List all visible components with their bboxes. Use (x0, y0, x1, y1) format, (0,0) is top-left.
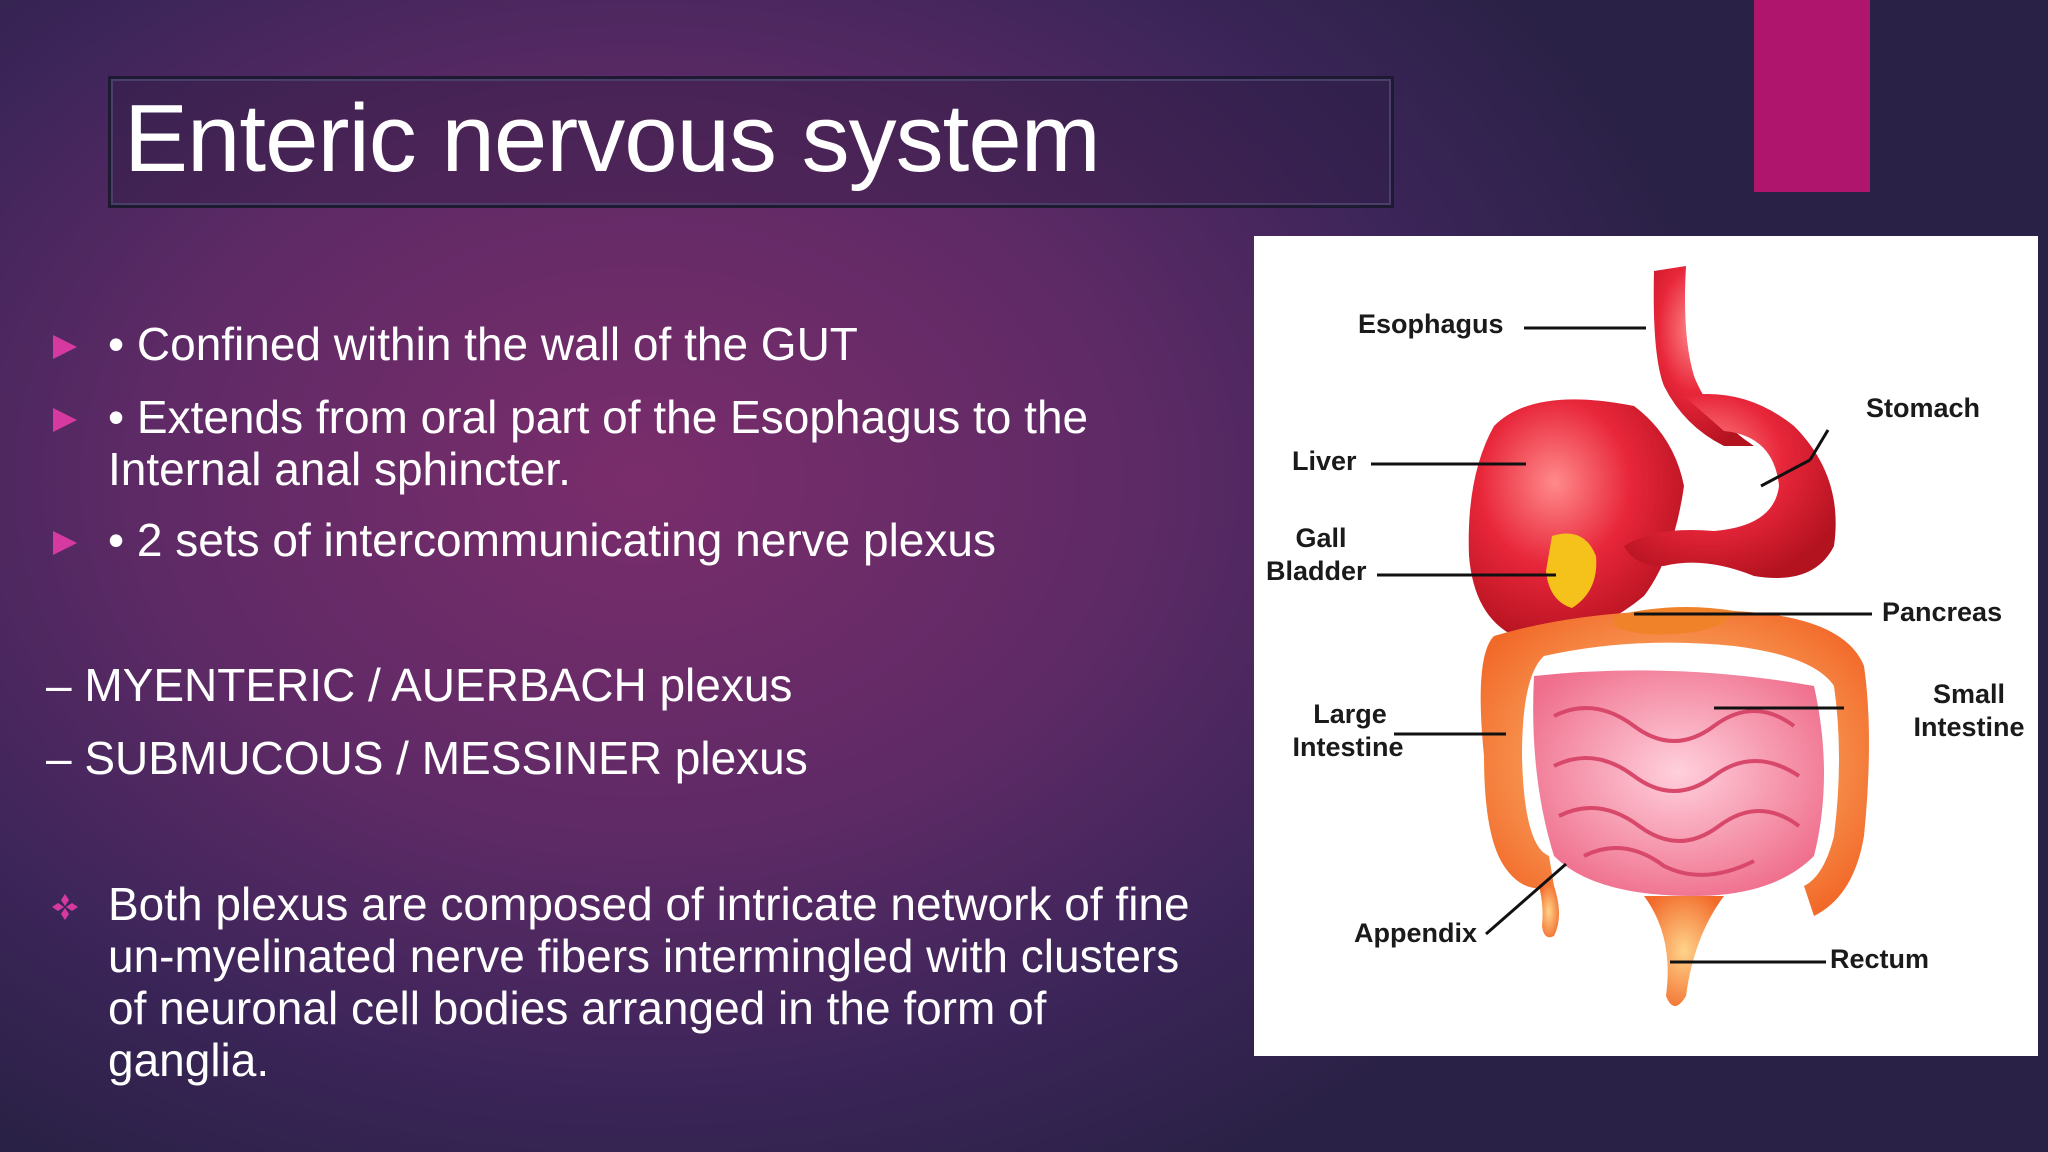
label-rectum: Rectum (1830, 944, 1930, 974)
triangle-right-icon (50, 332, 80, 362)
stomach-leader (1760, 458, 1811, 488)
triangle-right-icon (50, 405, 80, 435)
bullet-text: • 2 sets of intercommunicating nerve ple… (108, 514, 996, 566)
four-diamond-icon (50, 892, 80, 922)
appendix-leader (1485, 862, 1567, 936)
label-gall-bladder-line2: Bladder (1266, 556, 1367, 586)
label-gall-bladder-line1: Gall (1295, 523, 1347, 553)
bullet-text: • Confined within the wall of the GUT (108, 318, 858, 370)
label-stomach: Stomach (1866, 393, 1981, 423)
label-small-intestine-line1: Small (1932, 679, 2006, 709)
digestive-illustration (1371, 266, 1872, 1006)
note-text: Both plexus are composed of intricate ne… (108, 878, 1190, 1086)
page-title: Enteric nervous system (124, 85, 1101, 192)
plexus-item: – SUBMUCOUS / MESSINER plexus (46, 732, 808, 784)
label-small-intestine-line2: Intestine (1913, 712, 2025, 742)
label-large-intestine-line2: Intestine (1292, 732, 1404, 762)
title-box (108, 76, 1394, 208)
label-liver: Liver (1292, 446, 1357, 476)
label-appendix: Appendix (1354, 918, 1478, 948)
bullet-text: • Extends from oral part of the Esophagu… (108, 391, 1089, 495)
stomach-leader-top (1808, 429, 1830, 461)
label-esophagus: Esophagus (1358, 309, 1504, 339)
digestive-system-diagram: Esophagus Stomach Liver Gall Bladder Pan… (1254, 236, 2038, 1056)
label-pancreas: Pancreas (1882, 597, 2003, 627)
triangle-right-icon (50, 528, 80, 558)
label-large-intestine-line1: Large (1313, 699, 1387, 729)
plexus-item: – MYENTERIC / AUERBACH plexus (46, 659, 793, 711)
accent-bar (1754, 0, 1870, 192)
